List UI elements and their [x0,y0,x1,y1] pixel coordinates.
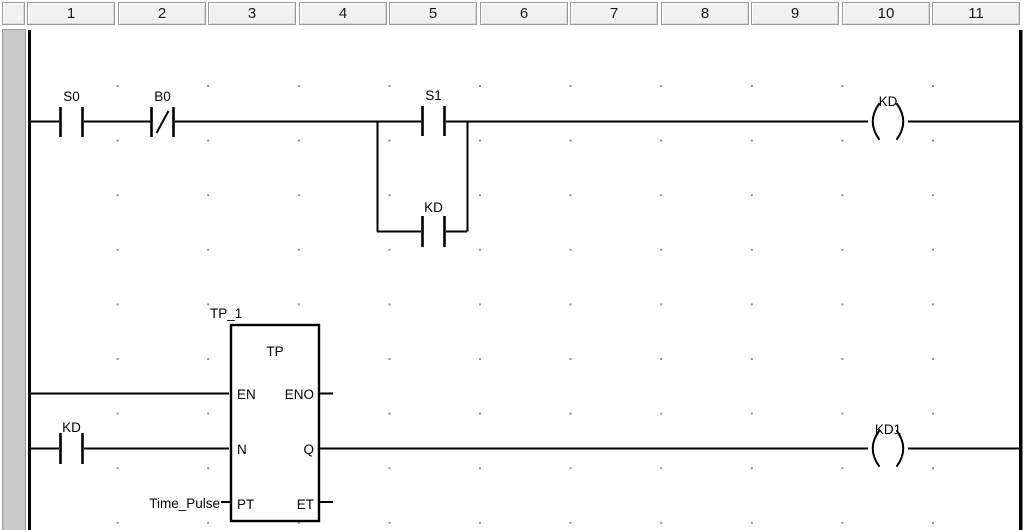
column-header-4[interactable]: 4 [299,2,387,25]
header-corner-cell [2,2,25,25]
right-power-rail [1019,30,1023,530]
pin-en-label: EN [237,387,256,402]
contact-b0[interactable]: B0 [150,89,175,137]
tp-instance-name[interactable]: TP_1 [210,306,242,321]
contact-kd-parallel-bars [421,216,446,247]
column-header-10[interactable]: 10 [842,2,930,25]
column-header-6[interactable]: 6 [480,2,568,25]
pt-operand[interactable]: Time_Pulse [149,496,220,511]
contact-b0-slash [155,110,170,134]
column-header: 1 2 3 4 5 6 7 8 9 10 11 [0,0,1024,28]
contact-kd-parallel-label[interactable]: KD [424,200,443,215]
column-header-8[interactable]: 8 [661,2,749,25]
tp-block-body[interactable] [229,323,321,523]
coil-kd-right-paren [896,103,905,140]
column-header-2[interactable]: 2 [118,2,206,25]
pin-et-label: ET [297,497,314,512]
pin-pt-label: PT [237,497,254,512]
contact-kd-bars [59,433,84,464]
rung-1: S0 B0 S1 KD [30,88,1021,247]
contact-s1-label[interactable]: S1 [425,88,442,103]
tp-function-block[interactable]: TP_1 TP EN ENO N Q PT ET [210,306,333,523]
column-header-7[interactable]: 7 [570,2,658,25]
contact-kd-label[interactable]: KD [62,420,81,435]
pin-in-label: N [237,442,247,457]
contact-s1[interactable]: S1 [421,88,446,136]
contact-s0[interactable]: S0 [59,89,84,137]
column-header-11[interactable]: 11 [932,2,1020,25]
left-power-rail [28,30,31,530]
coil-kd-left-paren [871,103,880,140]
contact-kd-parallel[interactable]: KD [421,200,446,247]
coil-kd[interactable]: KD [871,94,905,140]
coil-kd1-label[interactable]: KD1 [875,422,901,437]
coil-kd1-right-paren [896,430,905,467]
column-header-5[interactable]: 5 [389,2,477,25]
coil-kd1[interactable]: KD1 [871,422,905,467]
rung-2: KD TP_1 TP EN ENO N Q PT ET Time_Pulse [30,306,1021,523]
rung-margin [2,29,26,530]
pin-eno-label: ENO [285,387,314,402]
contact-s1-bars [421,106,446,136]
contact-s0-bars [59,107,84,137]
contact-b0-label[interactable]: B0 [154,89,171,104]
column-header-1[interactable]: 1 [27,2,115,25]
contact-kd[interactable]: KD [59,420,84,464]
column-header-3[interactable]: 3 [208,2,296,25]
contact-s0-label[interactable]: S0 [63,89,80,104]
coil-kd1-left-paren [871,430,880,467]
parallel-branch-wire [376,120,469,233]
pin-q-label: Q [303,442,314,457]
contact-b0-bars [150,107,175,137]
column-header-9[interactable]: 9 [751,2,839,25]
coil-kd-label[interactable]: KD [879,94,898,109]
grid-dots [40,78,1015,528]
tp-block-type: TP [266,344,283,359]
